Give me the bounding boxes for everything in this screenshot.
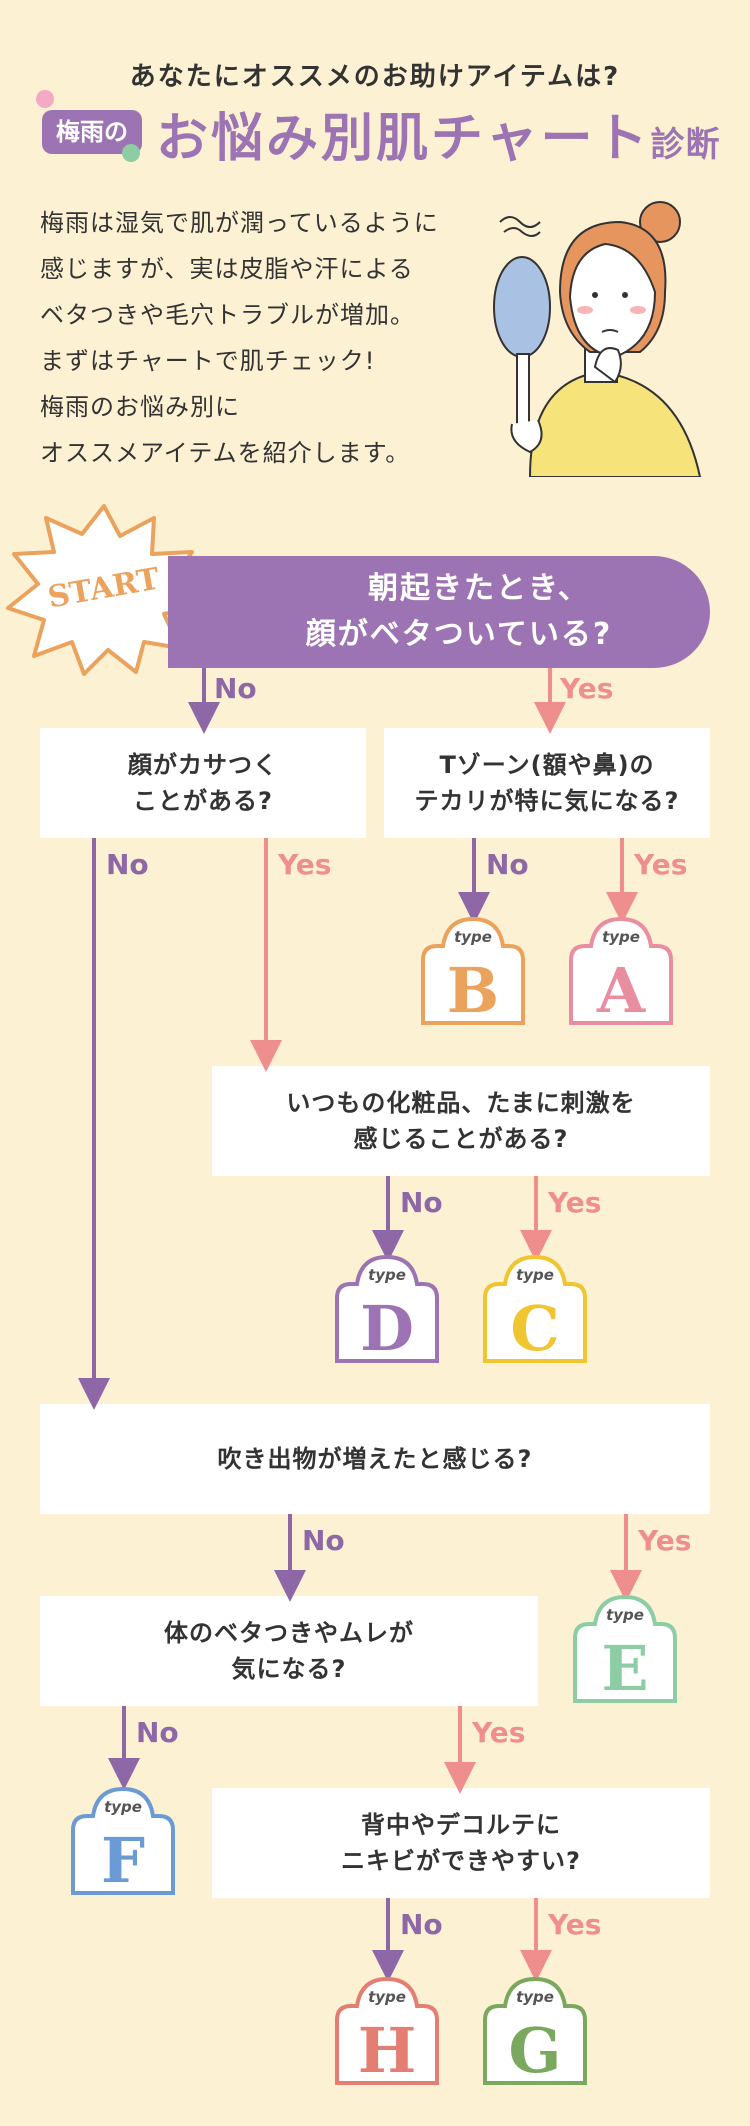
label-yes: Yes	[634, 848, 688, 881]
type-badge-a: type A	[568, 916, 674, 1027]
question-back-acne: 背中やデコルテにニキビができやすい?	[212, 1788, 710, 1898]
type-letter: H	[357, 2014, 417, 2087]
label-no: No	[400, 1186, 443, 1219]
question-line: 顔がカサつく	[128, 751, 278, 779]
label-yes: Yes	[548, 1186, 602, 1219]
type-letter: C	[510, 1292, 560, 1365]
question-line: 体のベタつきやムレが	[164, 1619, 414, 1647]
type-prefix: type	[606, 1606, 644, 1624]
question-t-zone-shine: Tゾーン(額や鼻)のテカリが特に気になる?	[384, 728, 710, 838]
intro-line: 感じますが、実は皮脂や汗による	[40, 255, 414, 283]
type-prefix: type	[516, 1988, 554, 2006]
woman-mirror-illustration	[493, 201, 702, 477]
type-badge-d: type D	[334, 1254, 440, 1365]
question-body-stickiness: 体のベタつきやムレが気になる?	[40, 1596, 538, 1706]
intro-line: ベタつきや毛穴トラブルが増加。	[40, 301, 415, 329]
type-prefix: type	[602, 928, 640, 946]
label-no: No	[486, 848, 529, 881]
intro-text: 梅雨は湿気で肌が潤っているように 感じますが、実は皮脂や汗による ベタつきや毛穴…	[40, 200, 480, 476]
question-line: 背中やデコルテに	[360, 1811, 561, 1839]
label-yes: Yes	[638, 1524, 692, 1557]
label-no: No	[136, 1716, 179, 1749]
type-badge-c: type C	[482, 1254, 588, 1365]
type-letter: G	[508, 2014, 562, 2087]
rainy-season-badge: 梅雨の	[42, 110, 142, 154]
question-line: 感じることがある?	[353, 1125, 569, 1153]
start-question-line2: 顔がベタついている?	[305, 617, 613, 652]
label-yes: Yes	[548, 1908, 602, 1941]
type-letter: F	[100, 1824, 146, 1897]
question-breakouts: 吹き出物が増えたと感じる?	[40, 1404, 710, 1514]
label-yes: Yes	[560, 672, 614, 705]
label-yes: Yes	[278, 848, 332, 881]
type-prefix: type	[454, 928, 492, 946]
type-letter: E	[601, 1632, 649, 1705]
type-prefix: type	[104, 1798, 142, 1816]
question-cosmetic-irritation: いつもの化粧品、たまに刺激を感じることがある?	[212, 1066, 710, 1176]
question-dry-skin: 顔がカサつくことがある?	[40, 728, 366, 838]
type-prefix: type	[368, 1988, 406, 2006]
page-title: お悩み別肌チャート診断	[156, 96, 720, 171]
intro-line: まずはチャートで肌チェック!	[40, 347, 376, 375]
type-badge-f: type F	[70, 1786, 176, 1897]
type-letter: A	[596, 954, 646, 1027]
type-letter: B	[446, 954, 500, 1027]
flower-pink-icon	[36, 90, 54, 108]
type-letter: D	[360, 1292, 414, 1365]
page-title-main: お悩み別肌チャート	[156, 109, 651, 169]
flower-green-icon	[122, 144, 140, 162]
type-prefix: type	[516, 1266, 554, 1284]
label-no: No	[400, 1908, 443, 1941]
type-prefix: type	[368, 1266, 406, 1284]
type-badge-b: type B	[420, 916, 526, 1027]
start-question-line1: 朝起きたとき、	[368, 571, 590, 606]
intro-line: 梅雨は湿気で肌が潤っているように	[40, 209, 439, 237]
question-line: ことがある?	[133, 787, 273, 815]
page-title-suffix: 診断	[650, 125, 721, 165]
label-no: No	[214, 672, 257, 705]
question-line: いつもの化粧品、たまに刺激を	[286, 1089, 636, 1117]
header-subtitle: あなたにオススメのお助けアイテムは?	[129, 62, 621, 92]
start-question: 朝起きたとき、 顔がベタついている?	[168, 556, 710, 668]
intro-line: 梅雨のお悩み別に	[40, 393, 240, 421]
start-burst: START	[6, 504, 202, 676]
question-line: テカリが特に気になる?	[414, 787, 680, 815]
question-line: ニキビができやすい?	[341, 1847, 581, 1875]
intro-line: オススメアイテムを紹介します。	[40, 439, 411, 467]
question-line: Tゾーン(額や鼻)の	[439, 751, 655, 779]
type-badge-h: type H	[334, 1976, 440, 2087]
type-badge-e: type E	[572, 1594, 678, 1705]
question-line: 気になる?	[231, 1655, 347, 1683]
type-badge-g: type G	[482, 1976, 588, 2087]
label-no: No	[302, 1524, 345, 1557]
question-line: 吹き出物が増えたと感じる?	[217, 1445, 533, 1473]
label-no: No	[106, 848, 149, 881]
label-yes: Yes	[472, 1716, 526, 1749]
